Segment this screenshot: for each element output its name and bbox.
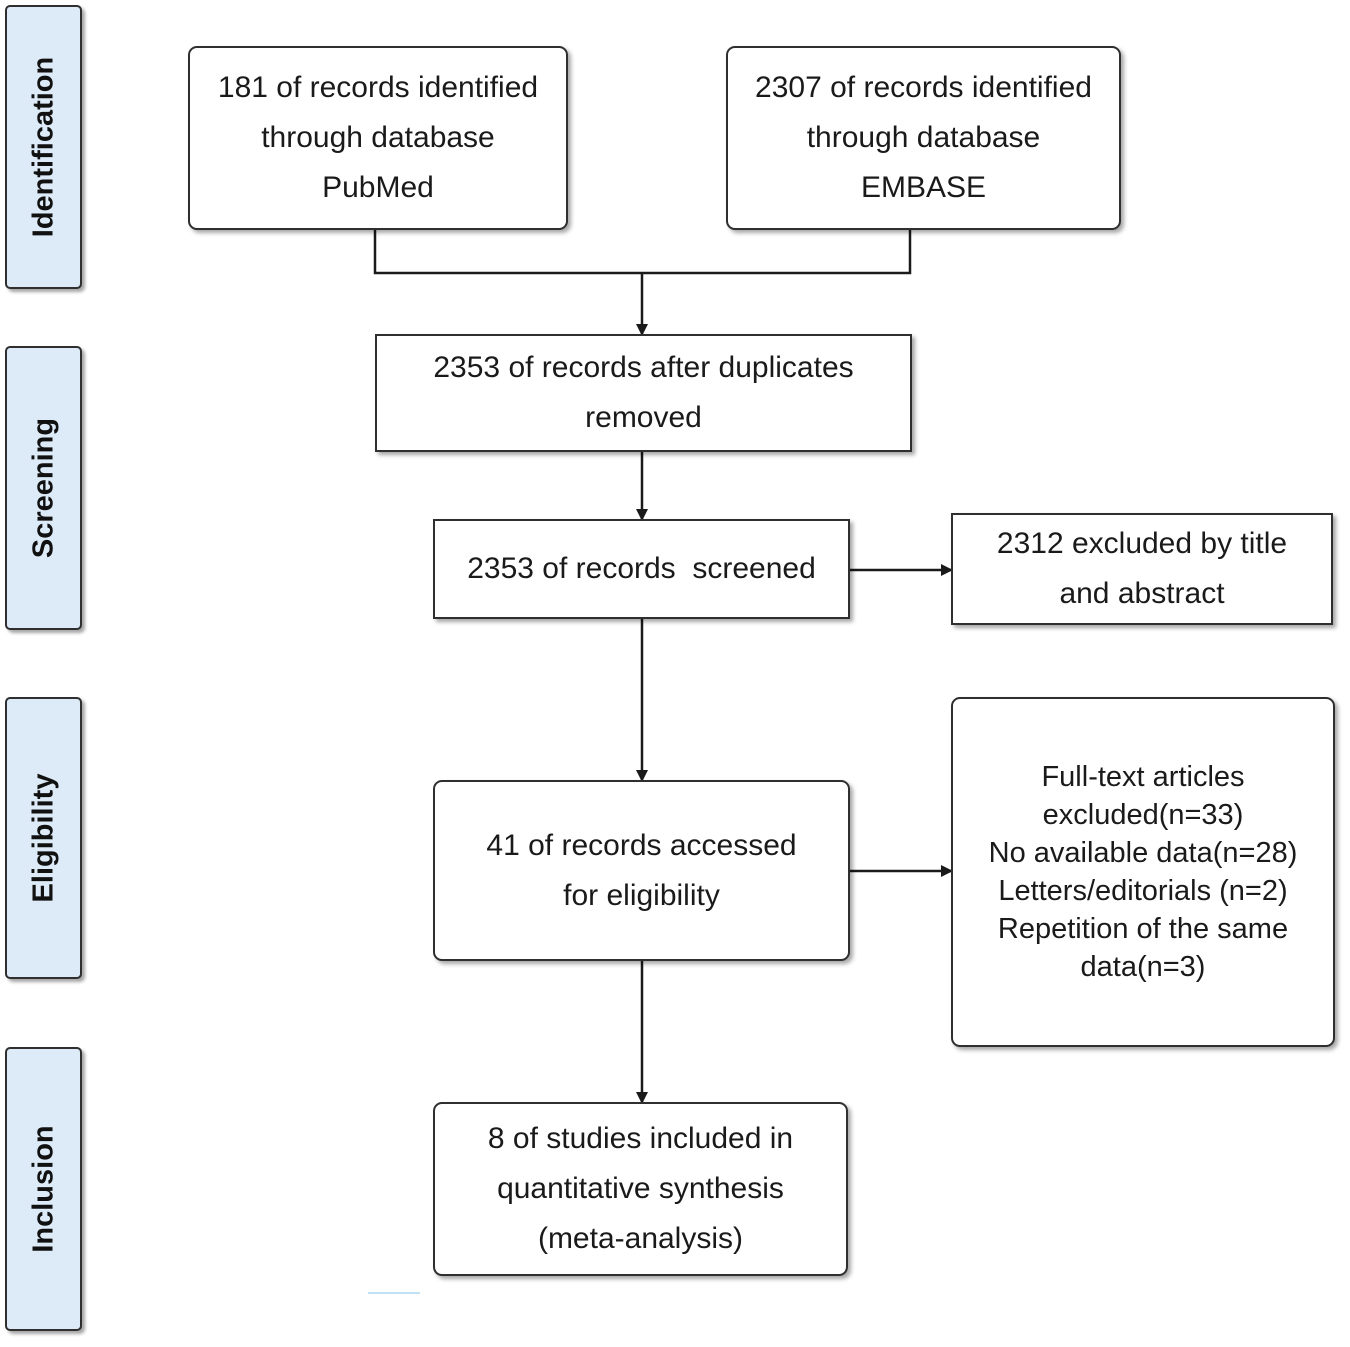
included-line-1: 8 of studies included in xyxy=(487,1122,794,1155)
fulltext-line-1: Full-text articles xyxy=(1041,761,1245,793)
stage-eligibility: Eligibility xyxy=(5,697,82,979)
stage-screening: Screening xyxy=(5,346,82,630)
fulltext-line-4: Letters/editorials (n=2) xyxy=(998,875,1288,907)
embase-line-1: 2307 of records identified xyxy=(755,71,1092,104)
embase-line-2: through database xyxy=(806,121,1041,154)
duplicates-line-2: removed xyxy=(585,401,702,434)
stage-inclusion: Inclusion xyxy=(5,1047,82,1331)
embase-line-3: EMBASE xyxy=(860,171,987,204)
included-line-3: (meta-analysis) xyxy=(537,1222,744,1255)
excluded-title-line-1: 2312 excluded by title xyxy=(996,527,1288,560)
fulltext-line-6: data(n=3) xyxy=(1080,951,1206,983)
merge-connector xyxy=(373,230,912,275)
stage-eligibility-label: Eligibility xyxy=(27,773,59,903)
eligibility-assessed-box: 41 of records accessed for eligibility xyxy=(433,780,850,961)
excluded-title-line-2: and abstract xyxy=(1059,577,1225,610)
pubmed-line-2: through database xyxy=(261,121,495,154)
studies-included-box: 8 of studies included in quantitative sy… xyxy=(433,1102,848,1276)
excluded-title-abstract-box: 2312 excluded by title and abstract xyxy=(951,513,1333,625)
faint-underline-mark xyxy=(368,1292,420,1294)
embase-records-box: 2307 of records identified through datab… xyxy=(726,46,1121,230)
duplicates-removed-box: 2353 of records after duplicates removed xyxy=(375,334,912,452)
stage-screening-label: Screening xyxy=(27,417,59,559)
pubmed-line-1: 181 of records identified xyxy=(217,71,539,104)
eligibility-line-1: 41 of records accessed xyxy=(486,828,797,862)
fulltext-line-5: Repetition of the same xyxy=(997,913,1289,945)
included-line-2: quantitative synthesis xyxy=(497,1172,784,1205)
stage-identification-label: Identification xyxy=(27,56,59,238)
stage-identification: Identification xyxy=(5,5,82,289)
screened-line-1: 2353 of records screened xyxy=(467,552,816,585)
fulltext-excluded-box: Full-text articles excluded(n=33) No ava… xyxy=(951,697,1335,1047)
pubmed-line-3: PubMed xyxy=(322,171,434,204)
fulltext-line-3: No available data(n=28) xyxy=(988,837,1298,869)
duplicates-line-1: 2353 of records after duplicates xyxy=(433,351,854,384)
stage-inclusion-label: Inclusion xyxy=(27,1125,59,1253)
records-screened-box: 2353 of records screened xyxy=(433,519,850,619)
pubmed-records-box: 181 of records identified through databa… xyxy=(188,46,568,230)
fulltext-line-2: excluded(n=33) xyxy=(1042,799,1244,831)
eligibility-line-2: for eligibility xyxy=(563,878,720,912)
